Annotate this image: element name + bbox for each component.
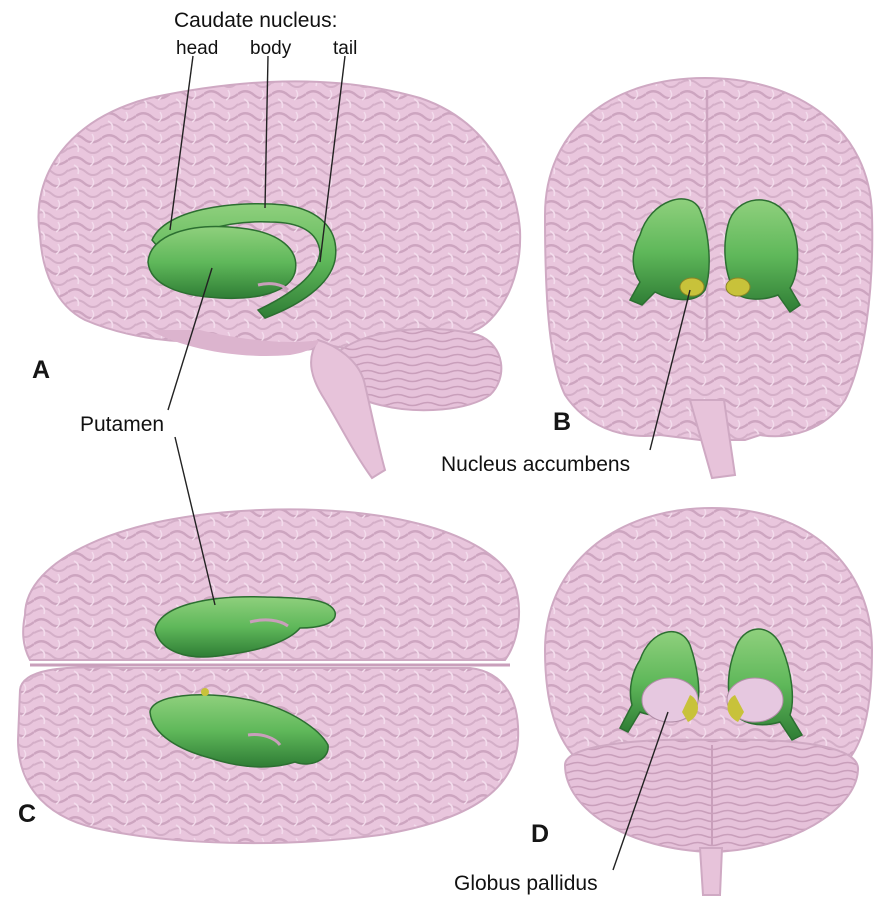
panel-letter-a: A	[32, 356, 50, 385]
panel-b-anterior-brain	[545, 78, 872, 478]
panel-d-cerebrum	[545, 508, 872, 775]
caudate-nucleus-label: Caudate nucleus:	[174, 10, 337, 31]
caudate-head-label: head	[176, 39, 218, 58]
panel-b-right-nucleus-accumbens	[726, 278, 750, 296]
putamen-label: Putamen	[80, 414, 164, 435]
panel-d-brainstem	[700, 848, 722, 895]
panel-letter-b: B	[553, 408, 571, 437]
globus-pallidus-label: Globus pallidus	[454, 873, 598, 894]
nucleus-accumbens-label: Nucleus accumbens	[441, 454, 630, 475]
panel-b-left-nucleus-accumbens	[680, 278, 704, 296]
panel-c-dorsal-brain	[18, 509, 519, 843]
panel-letter-c: C	[18, 800, 36, 829]
panel-letter-d: D	[531, 820, 549, 849]
caudate-tail-label: tail	[333, 39, 357, 58]
panel-a-putamen	[148, 227, 296, 299]
caudate-body-label: body	[250, 39, 291, 58]
panel-d-posterior-brain	[545, 508, 872, 895]
